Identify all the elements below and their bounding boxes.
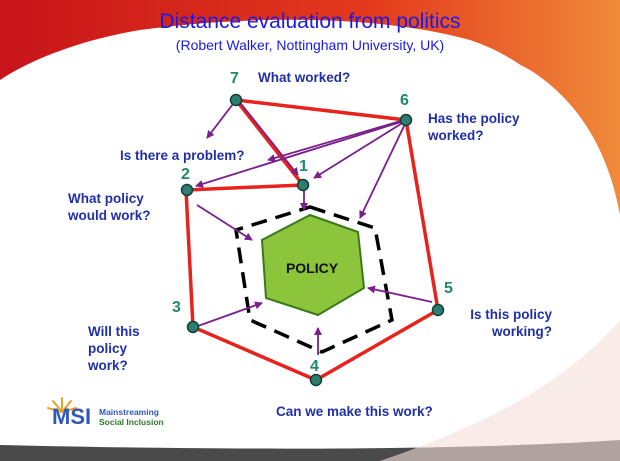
- node-number-2: 2: [181, 166, 190, 183]
- label-is-there-a-problem: Is there a problem?: [120, 148, 245, 163]
- arrow-3-to-center: [197, 301, 263, 327]
- node-number-3: 3: [172, 299, 181, 316]
- arrow-5-to-center: [367, 285, 433, 303]
- label-will-this-policy-work: Will this policy work?: [88, 324, 140, 373]
- node-number-4: 4: [310, 358, 319, 375]
- policy-label: POLICY: [285, 260, 339, 276]
- logo-line-2: Social Inclusion: [99, 417, 164, 427]
- arrow-2-to-center: [196, 204, 253, 241]
- node-number-7: 7: [230, 70, 239, 87]
- arrow-6-to-center: [359, 123, 406, 219]
- node-number-6: 6: [400, 92, 409, 109]
- label-has-policy-worked: Has the policy worked?: [428, 111, 520, 143]
- logo-mark: MSI: [52, 404, 92, 429]
- node-number-1: 1: [299, 158, 308, 175]
- node-number-5: 5: [444, 280, 453, 297]
- label-is-this-policy-working: Is this policy working?: [470, 307, 552, 339]
- node-6: [399, 113, 413, 127]
- label-what-policy-would-work: What policy would work?: [68, 191, 151, 223]
- bottom-right-swoosh: [380, 320, 620, 461]
- arrow-6-to-1: [313, 121, 405, 179]
- arrow-6-to-7: [267, 119, 405, 162]
- arrow-6-to-2: [195, 120, 405, 188]
- page-title: Distance evaluation from politics: [159, 10, 461, 33]
- arrows: [195, 99, 433, 355]
- node-4: [309, 373, 323, 387]
- page-subtitle: (Robert Walker, Nottingham University, U…: [175, 37, 445, 53]
- msi-logo: MSI Mainstreaming Social Inclusion: [42, 392, 192, 432]
- logo-line-1: Mainstreaming: [99, 407, 159, 417]
- top-red-swoosh: [0, 0, 620, 215]
- label-what-worked: What worked?: [258, 70, 351, 85]
- node-5: [431, 303, 445, 317]
- outer-red-polygon: [184, 97, 440, 382]
- nodes: [180, 93, 445, 387]
- node-1: [296, 178, 310, 192]
- node-7: [229, 93, 243, 107]
- policy-hexagon: [260, 213, 366, 317]
- arrow-7-to-problem: [206, 99, 237, 139]
- label-can-we-make-this-work: Can we make this work?: [276, 404, 433, 419]
- node-3: [186, 320, 200, 334]
- node-2: [180, 183, 194, 197]
- logo-text: Mainstreaming Social Inclusion: [99, 407, 164, 427]
- sun-rays-icon: [47, 397, 77, 413]
- arrow-7-to-1: [237, 99, 299, 176]
